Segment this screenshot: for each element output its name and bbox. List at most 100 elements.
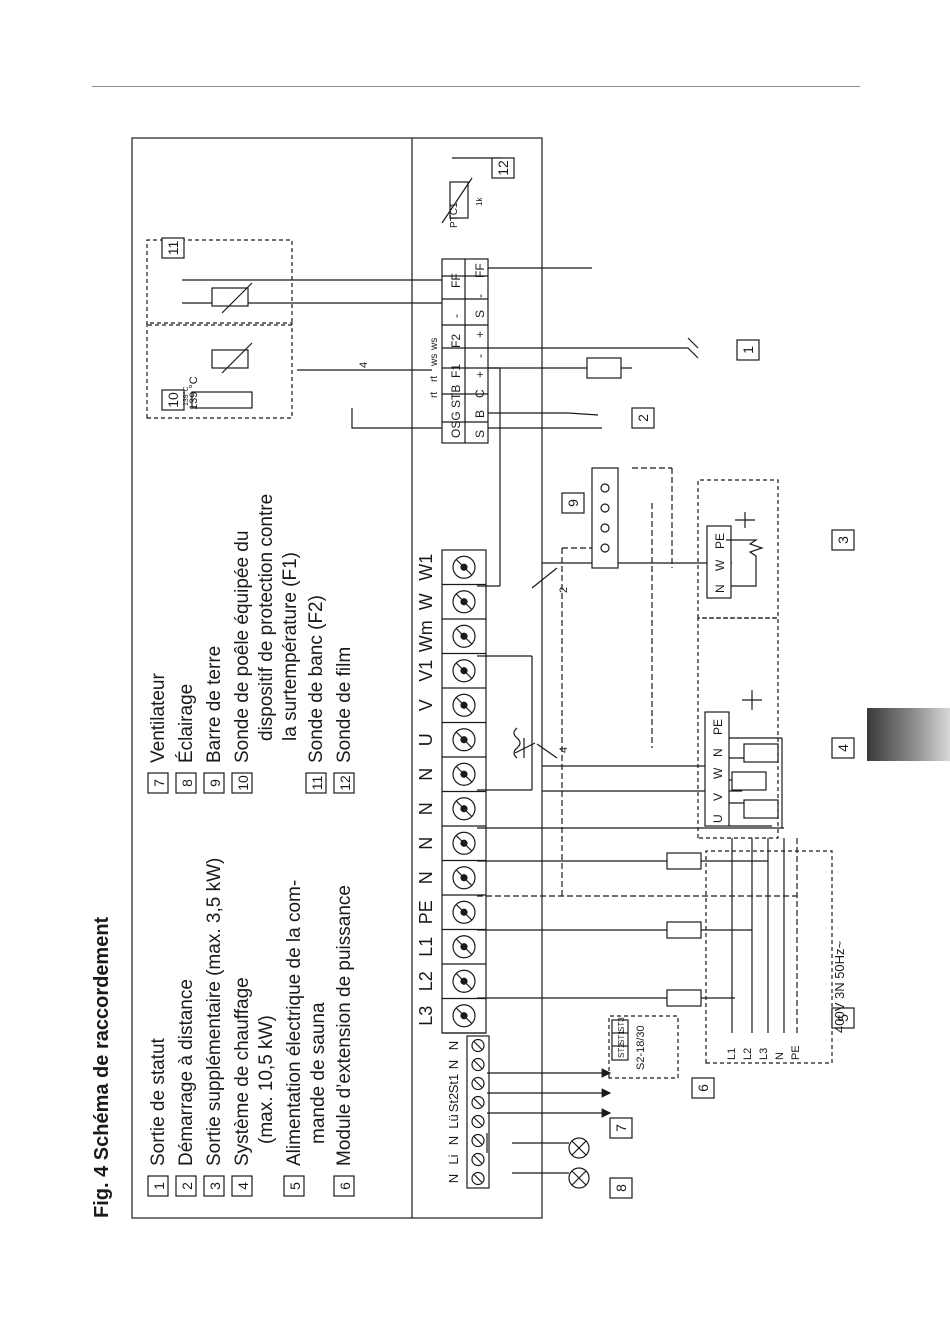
sensor-top-label: - <box>449 314 463 318</box>
sensor-bottom-label: S <box>473 430 487 438</box>
terminal-label: U <box>416 733 436 746</box>
legend-number: 6 <box>337 1182 353 1190</box>
wire-color-label: rt <box>429 392 440 398</box>
callout-number: 10 <box>165 392 181 408</box>
stb-temperature: 139 °C <box>188 376 200 410</box>
callout-number: 2 <box>635 414 651 422</box>
power-wires <box>477 367 797 1007</box>
sensor-terminal-block <box>182 258 699 444</box>
supply-line-label: N <box>774 1052 786 1060</box>
legend-number-box <box>147 1175 169 1197</box>
heater-terminal-label: W <box>711 767 725 779</box>
legend-text: Alimentation électrique de la com- <box>284 880 305 1166</box>
heater-terminal-label: U <box>711 814 725 823</box>
extra-terminal-label: N <box>713 584 727 593</box>
legend-number: 11 <box>309 776 325 791</box>
small-terminal-label: N <box>446 1136 461 1145</box>
callout-number: 7 <box>613 1124 629 1132</box>
module-terminal-label: ST2 <box>617 1043 626 1058</box>
terminal-label: PE <box>416 900 436 924</box>
terminal-label: N <box>416 871 436 884</box>
terminal-dot <box>460 701 468 709</box>
wire-color-label: ws <box>429 354 440 367</box>
terminal-dot <box>460 770 468 778</box>
legend-text: Système de chauffage <box>232 977 253 1166</box>
temperature-sensors <box>146 157 502 419</box>
sensor-bottom-label: B <box>473 410 487 418</box>
terminal-dot <box>460 805 468 813</box>
main-terminal-block <box>441 549 487 1034</box>
terminal-dot <box>460 1012 468 1020</box>
terminal-label: N <box>416 802 436 815</box>
terminal-dot <box>460 943 468 951</box>
callout-box <box>631 407 655 429</box>
terminal-dot <box>460 632 468 640</box>
terminal-label: W <box>416 593 436 610</box>
callout-number: 3 <box>835 536 851 544</box>
legend-number: 9 <box>207 779 223 787</box>
small-terminal-label: N <box>446 1041 461 1050</box>
sensor-bottom-label: FF <box>473 263 487 278</box>
callout-box <box>691 1077 715 1099</box>
terminal-dot <box>460 736 468 744</box>
callout-number: 1 <box>740 346 756 354</box>
small-terminal-label: St1 <box>446 1074 461 1094</box>
terminal-label: L3 <box>416 1006 436 1026</box>
sensor-bottom-label: - <box>473 294 487 298</box>
legend-number: 3 <box>207 1182 223 1190</box>
sensor-top-label: FF <box>449 273 463 288</box>
small-terminal-block <box>466 1035 490 1189</box>
supply-voltage: 400V 3N 50Hz~ <box>832 940 847 1033</box>
supply-line-label: L2 <box>742 1048 754 1060</box>
sensor-bottom-label: C <box>473 389 487 398</box>
legend-number: 5 <box>287 1182 303 1190</box>
legend-number-box <box>283 1175 305 1197</box>
grounding-bar <box>561 467 673 896</box>
wire-count: 2 <box>558 587 570 593</box>
legend-text: Sonde de banc (F2) <box>306 595 327 763</box>
legend-text: Éclairage <box>176 684 197 763</box>
module-terminal-label: ST3 <box>617 1017 626 1032</box>
extension-module <box>486 1015 679 1189</box>
legend-number-box <box>333 1175 355 1197</box>
legend-text: Sortie de statut <box>148 1037 169 1166</box>
terminal-label: Wm <box>416 620 436 652</box>
module-terminal-label: ST1 <box>617 1030 626 1045</box>
terminal-label: V <box>416 699 436 711</box>
legend-text: mande de sauna <box>308 1002 329 1144</box>
extra-terminal-label: PE <box>713 533 727 549</box>
extra-terminal-label: W <box>713 559 727 571</box>
figure-title: Fig. 4 Schéma de raccordement <box>91 916 113 1218</box>
small-terminal-slot <box>473 1060 483 1069</box>
legend-text: Démarrage à distance <box>176 979 197 1166</box>
small-terminal-slot <box>473 1155 483 1164</box>
legend-text: Barre de terre <box>204 646 225 763</box>
callout-number: 5 <box>835 1014 851 1022</box>
terminal-label: L1 <box>416 937 436 957</box>
wire-count: 4 <box>558 747 570 753</box>
legend-text: Ventilateur <box>148 673 169 763</box>
small-terminal-slot <box>473 1098 483 1107</box>
sensor-top-label: F1 <box>449 364 463 378</box>
legend-number-box <box>333 772 355 794</box>
terminal-dot <box>460 977 468 985</box>
legend-text: Sonde de film <box>334 647 355 763</box>
sensor-bottom-label: + <box>473 331 487 338</box>
callout-number: 11 <box>165 241 181 256</box>
heater-terminal-label: N <box>711 748 725 757</box>
legend-number-box <box>147 772 169 794</box>
legend-number: 2 <box>179 1182 195 1190</box>
callout-number: 6 <box>695 1084 711 1092</box>
callout-box <box>561 492 585 514</box>
callout-box <box>161 389 185 411</box>
sensor-top-label: OSG <box>449 411 463 438</box>
terminal-dot <box>460 908 468 916</box>
legend-number-box <box>231 772 253 794</box>
callout-number: 12 <box>495 160 511 176</box>
stb-small-temperature: 139°C <box>182 386 190 406</box>
heater-system <box>697 617 783 839</box>
legend-text: dispositif de protection contre <box>256 494 277 741</box>
